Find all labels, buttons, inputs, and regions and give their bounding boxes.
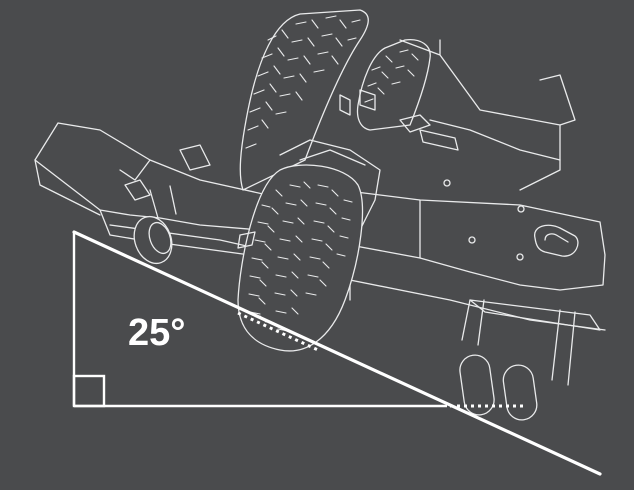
left-caster-wheel-icon bbox=[133, 185, 177, 265]
slope-line bbox=[72, 230, 602, 476]
rear-tire-right-icon bbox=[356, 39, 431, 131]
frame-details bbox=[124, 89, 431, 249]
right-angle-marker-icon bbox=[72, 374, 106, 408]
slope-angle-diagram bbox=[72, 230, 602, 476]
wheel-contact-dotted bbox=[237, 311, 319, 352]
front-caster-wheel-icon bbox=[237, 139, 381, 352]
engine-housing bbox=[399, 39, 576, 191]
angle-label: 25° bbox=[128, 312, 186, 354]
right-caster-wheels-icon bbox=[459, 299, 601, 421]
